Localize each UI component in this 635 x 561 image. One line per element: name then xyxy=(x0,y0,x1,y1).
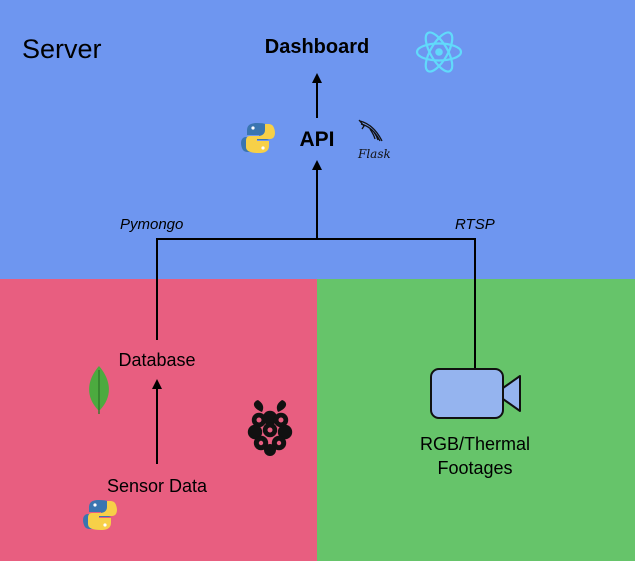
database-node: Database xyxy=(118,350,196,370)
pymongo-connector xyxy=(156,238,476,368)
dashboard-node: Dashboard xyxy=(264,36,370,58)
footage-label-line1: RGB/Thermal xyxy=(419,434,531,454)
footage-node: RGB/Thermal Footages xyxy=(420,432,530,480)
python-icon xyxy=(241,123,275,153)
video-camera-icon xyxy=(430,368,521,419)
api-node: API xyxy=(299,128,335,151)
flask-logo-text: Flask xyxy=(358,147,391,161)
flask-icon xyxy=(358,119,383,142)
mongodb-leaf-icon xyxy=(89,366,109,414)
server-title: Server xyxy=(22,34,102,64)
sensor-data-node: Sensor Data xyxy=(106,476,208,496)
pymongo-connection-label: Pymongo xyxy=(120,216,184,233)
raspberry-pi-highlights xyxy=(256,417,284,446)
rtsp-connection-label: RTSP xyxy=(455,216,495,233)
python-icon xyxy=(83,500,117,530)
raspberry-pi-icon xyxy=(247,400,293,456)
footage-label-line2: Footages xyxy=(437,458,513,478)
react-icon xyxy=(415,31,463,73)
connector-lines xyxy=(152,73,476,464)
